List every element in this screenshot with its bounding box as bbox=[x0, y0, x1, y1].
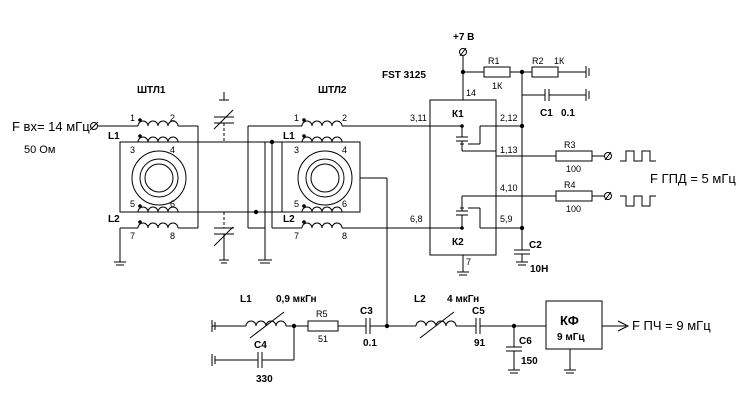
chip-pin-1-13: 1,13 bbox=[500, 145, 518, 155]
chip-body bbox=[429, 99, 497, 256]
filter-frequency: 9 мГц bbox=[557, 332, 585, 343]
r5-value: 51 bbox=[318, 334, 328, 344]
r2-value: 1К bbox=[554, 56, 565, 66]
transformer-2-windings bbox=[301, 118, 343, 229]
t2-winding-l2-label: L2 bbox=[283, 214, 295, 225]
c2-name: C2 bbox=[529, 240, 542, 251]
r4-value: 100 bbox=[566, 204, 581, 214]
t1-pin-6: 6 bbox=[170, 199, 175, 209]
c1-name: C1 bbox=[540, 108, 553, 119]
chip-pin-power: 14 bbox=[466, 88, 476, 98]
power-terminal-icon bbox=[459, 48, 467, 56]
t2-pin-3: 3 bbox=[294, 145, 299, 155]
switch-k2-transistor-icon bbox=[430, 195, 496, 230]
transformer-1-core-frame bbox=[119, 141, 199, 213]
chip-name: FST 3125 bbox=[382, 70, 426, 81]
chip-pin-5-9: 5,9 bbox=[500, 214, 513, 224]
crystal-filter-box bbox=[545, 300, 603, 350]
t2-pin-6: 6 bbox=[342, 199, 347, 209]
t1-pin-1: 1 bbox=[130, 113, 135, 123]
input-frequency-label: F вх= 14 мГц bbox=[12, 119, 90, 134]
switch-k1-transistor-icon bbox=[430, 124, 496, 152]
c1-value: 0.1 bbox=[561, 108, 575, 119]
transformer-2-label: ШТЛ2 bbox=[318, 85, 347, 96]
c2-value: 10Н bbox=[530, 264, 548, 275]
transformer-2-toroid-icon bbox=[297, 150, 353, 206]
t1-pin-2: 2 bbox=[170, 113, 175, 123]
t1-winding-l2-label: L2 bbox=[108, 214, 120, 225]
t1-pin-5: 5 bbox=[130, 199, 135, 209]
chip-pin-4-10: 4,10 bbox=[500, 183, 518, 193]
t2-pin-8: 8 bbox=[342, 231, 347, 241]
filter-title: КФ bbox=[560, 313, 579, 328]
transformer-1-windings bbox=[137, 118, 179, 229]
output-frequency-label: F ПЧ = 9 мГц bbox=[632, 318, 711, 333]
l1-name: L1 bbox=[240, 294, 252, 305]
r2-name: R2 bbox=[532, 56, 544, 66]
switch-k2-label: К2 bbox=[452, 237, 464, 248]
input-impedance-label: 50 Ом bbox=[24, 144, 55, 156]
c6-value: 150 bbox=[521, 356, 538, 367]
resistor-r4 bbox=[555, 190, 593, 202]
c4-value: 330 bbox=[256, 374, 273, 385]
c6-name: C6 bbox=[519, 336, 532, 347]
transformer-1-label: ШТЛ1 bbox=[137, 85, 166, 96]
t2-pin-1: 1 bbox=[294, 113, 299, 123]
transformer-1-toroid-icon bbox=[131, 150, 187, 206]
r4-name: R4 bbox=[564, 180, 576, 190]
trimmer-capacitors bbox=[213, 92, 234, 264]
c5-name: C5 bbox=[472, 306, 485, 317]
resistor-r1 bbox=[483, 66, 511, 78]
c5-value: 91 bbox=[474, 338, 486, 349]
switch-k1-label: К1 bbox=[452, 109, 464, 120]
input-terminal-icon bbox=[90, 122, 98, 130]
t2-pin-5: 5 bbox=[294, 199, 299, 209]
chip-pin-2-12: 2,12 bbox=[500, 113, 518, 123]
square-wave-2-icon bbox=[620, 195, 656, 207]
t2-pin-4: 4 bbox=[342, 145, 347, 155]
l2-name: L2 bbox=[414, 294, 426, 305]
output-arrow-icon bbox=[617, 320, 630, 332]
t1-pin-8: 8 bbox=[170, 231, 175, 241]
power-label: +7 В bbox=[453, 32, 474, 43]
c3-name: C3 bbox=[360, 306, 373, 317]
resistor-r5 bbox=[307, 320, 339, 332]
r3-name: R3 bbox=[564, 140, 576, 150]
chip-pin-6-8: 6,8 bbox=[410, 214, 423, 224]
chip-pin-3-11: 3,11 bbox=[410, 113, 427, 123]
t2-pin-7: 7 bbox=[294, 231, 299, 241]
square-wave-1-icon bbox=[620, 150, 656, 162]
c4-name: C4 bbox=[254, 340, 267, 351]
l1-value: 0,9 мкГн bbox=[276, 294, 317, 305]
t1-pin-7: 7 bbox=[130, 231, 135, 241]
r3-value: 100 bbox=[566, 164, 581, 174]
resistor-r3 bbox=[555, 150, 593, 162]
transformer-2-core-frame bbox=[281, 141, 361, 213]
t1-pin-4: 4 bbox=[170, 145, 175, 155]
resistor-r2 bbox=[531, 66, 559, 78]
r5-name: R5 bbox=[316, 309, 328, 319]
t2-pin-2: 2 bbox=[342, 113, 347, 123]
l2-value: 4 мкГн bbox=[447, 294, 479, 305]
t1-pin-3: 3 bbox=[130, 145, 135, 155]
t1-winding-l1-label: L1 bbox=[108, 131, 120, 142]
r1-name: R1 bbox=[488, 56, 500, 66]
r3-terminal-icon bbox=[604, 152, 612, 160]
r1-value: 1К bbox=[492, 81, 503, 91]
r4-terminal-icon bbox=[604, 192, 612, 200]
chip-pin-gnd: 7 bbox=[466, 257, 471, 267]
c3-value: 0.1 bbox=[363, 338, 377, 349]
t2-winding-l1-label: L1 bbox=[283, 131, 295, 142]
gpd-frequency-label: F ГПД = 5 мГц bbox=[650, 171, 736, 186]
